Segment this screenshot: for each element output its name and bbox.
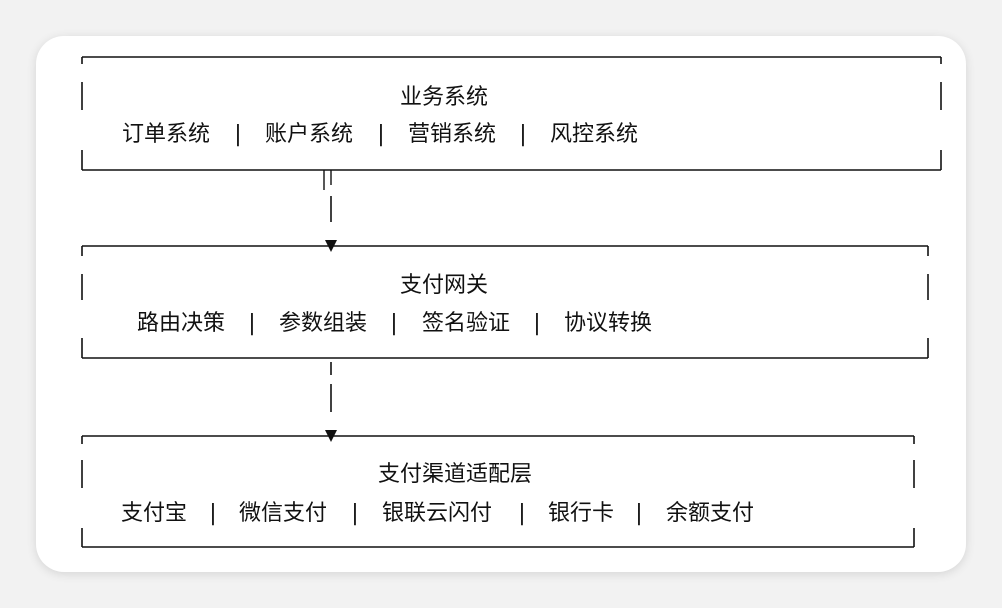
item-balance-payment: 余额支付 (666, 501, 754, 526)
separator: | (234, 122, 241, 147)
layer-title-payment-gateway: 支付网关 (400, 273, 488, 298)
separator: | (351, 501, 358, 526)
separator: | (390, 311, 397, 336)
arrow-gateway-to-adapter (325, 362, 337, 442)
separator: | (377, 122, 384, 147)
separator: | (533, 311, 540, 336)
item-account-system: 账户系统 (265, 122, 353, 147)
item-alipay: 支付宝 (121, 501, 187, 526)
item-order-system: 订单系统 (122, 122, 210, 147)
layer-title-channel-adapter: 支付渠道适配层 (378, 462, 532, 487)
item-signature-verification: 签名验证 (422, 311, 510, 336)
item-parameter-assembly: 参数组装 (279, 311, 367, 336)
item-bank-card: 银行卡 (548, 501, 614, 526)
separator: | (518, 501, 525, 526)
item-risk-control-system: 风控系统 (550, 122, 638, 147)
item-protocol-conversion: 协议转换 (564, 311, 652, 336)
item-unionpay-quickpass: 银联云闪付 (382, 501, 492, 526)
layer-box-payment-gateway (81, 245, 929, 359)
separator: | (635, 501, 642, 526)
separator: | (248, 311, 255, 336)
layer-box-channel-adapter (81, 435, 915, 548)
separator: | (209, 501, 216, 526)
item-wechat-pay: 微信支付 (239, 501, 327, 526)
item-routing-decision: 路由决策 (137, 311, 225, 336)
diagram-card (36, 36, 966, 572)
separator: | (519, 122, 526, 147)
layer-title-business-systems: 业务系统 (400, 85, 488, 110)
item-marketing-system: 营销系统 (408, 122, 496, 147)
layer-box-business-systems (81, 56, 942, 171)
arrow-business-to-gateway (323, 170, 337, 252)
